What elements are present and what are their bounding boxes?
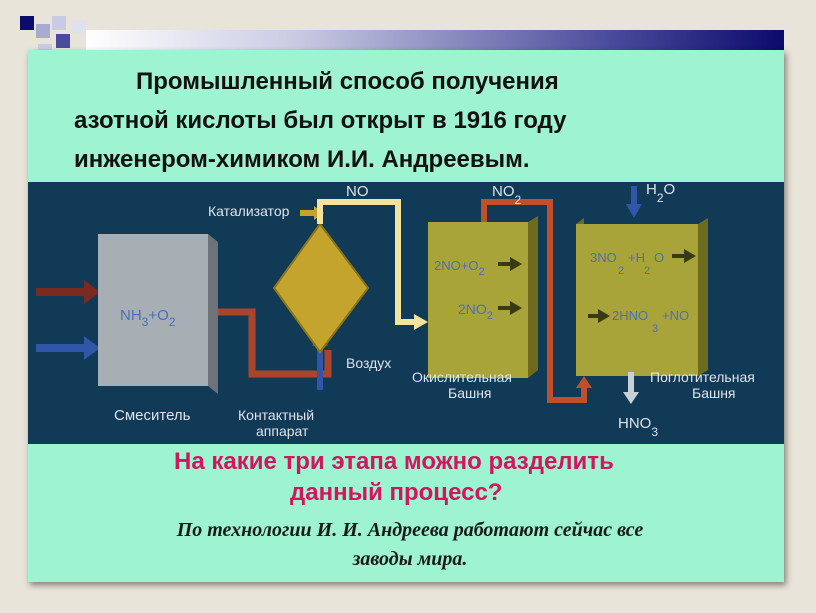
oxidation-arrow-2: [498, 301, 522, 315]
mixer-vessel: [98, 234, 218, 394]
contact-label-line2: аппарат: [256, 423, 309, 439]
note-text: По технологии И. И. Андреева работают се…: [90, 516, 730, 574]
pipe-no2: [481, 199, 587, 403]
title-gradient-bar: [86, 30, 784, 50]
oxidation-tower: [428, 216, 538, 378]
water-inlet-arrow: [626, 186, 642, 218]
mixer-formula: NH3+O2: [120, 307, 176, 329]
no2-label: NO2: [492, 183, 522, 207]
product-outlet-arrow: [623, 372, 639, 404]
oxidation-label-line1: Окислительная: [412, 369, 512, 385]
absorption-reaction-1: 3NO 2 +H 2 O: [590, 250, 664, 277]
note-line-2: заводы мира.: [352, 548, 468, 570]
absorption-arrow-2: [588, 309, 610, 323]
note-line-1: По технологии И. И. Андреева работают се…: [176, 519, 644, 541]
pipe-no: [317, 199, 416, 325]
water-label: H2O: [646, 182, 675, 205]
intro-line-1: Промышленный способ получения: [136, 68, 559, 95]
process-diagram: NH3+O2 Смеситель Воздух Катализатор Конт…: [28, 182, 784, 444]
oxidation-reaction-2: 2NO2: [458, 301, 493, 322]
absorption-reaction-2: 2HNO 3 +NO: [612, 308, 689, 335]
oxidation-reaction-1: 2NO+O2: [434, 258, 485, 278]
absorption-tower: [576, 218, 708, 376]
question-line-2: данный процесс?: [290, 479, 503, 506]
intro-text: Промышленный способ получения азотной ки…: [74, 62, 724, 179]
inlet-arrow-ammonia: [36, 280, 100, 304]
catalyst-label: Катализатор: [208, 203, 290, 219]
product-label: HNO3: [618, 415, 658, 439]
pipe-mixer-to-contact: [218, 308, 332, 378]
contact-apparatus: [272, 222, 370, 354]
intro-line-2: азотной кислоты был открыт в 1916 году: [74, 107, 567, 134]
absorption-label-line2: Башня: [692, 385, 736, 401]
oxidation-arrow-1: [498, 257, 522, 271]
oxidation-label-line2: Башня: [448, 385, 492, 401]
question-line-1: На какие три этапа можно разделить: [174, 448, 614, 475]
no-label: NO: [346, 183, 369, 200]
absorption-label-line1: Поглотительная: [650, 369, 755, 385]
contact-label-line1: Контактный: [238, 407, 314, 423]
absorption-arrow-1: [672, 249, 696, 263]
question-text: На какие три этапа можно разделить данны…: [100, 446, 760, 508]
inlet-arrow-air: [36, 336, 100, 360]
intro-line-3: инженером-химиком И.И. Андреевым.: [74, 146, 530, 173]
air-label: Воздух: [346, 355, 391, 371]
mixer-label: Смеситель: [114, 407, 191, 424]
